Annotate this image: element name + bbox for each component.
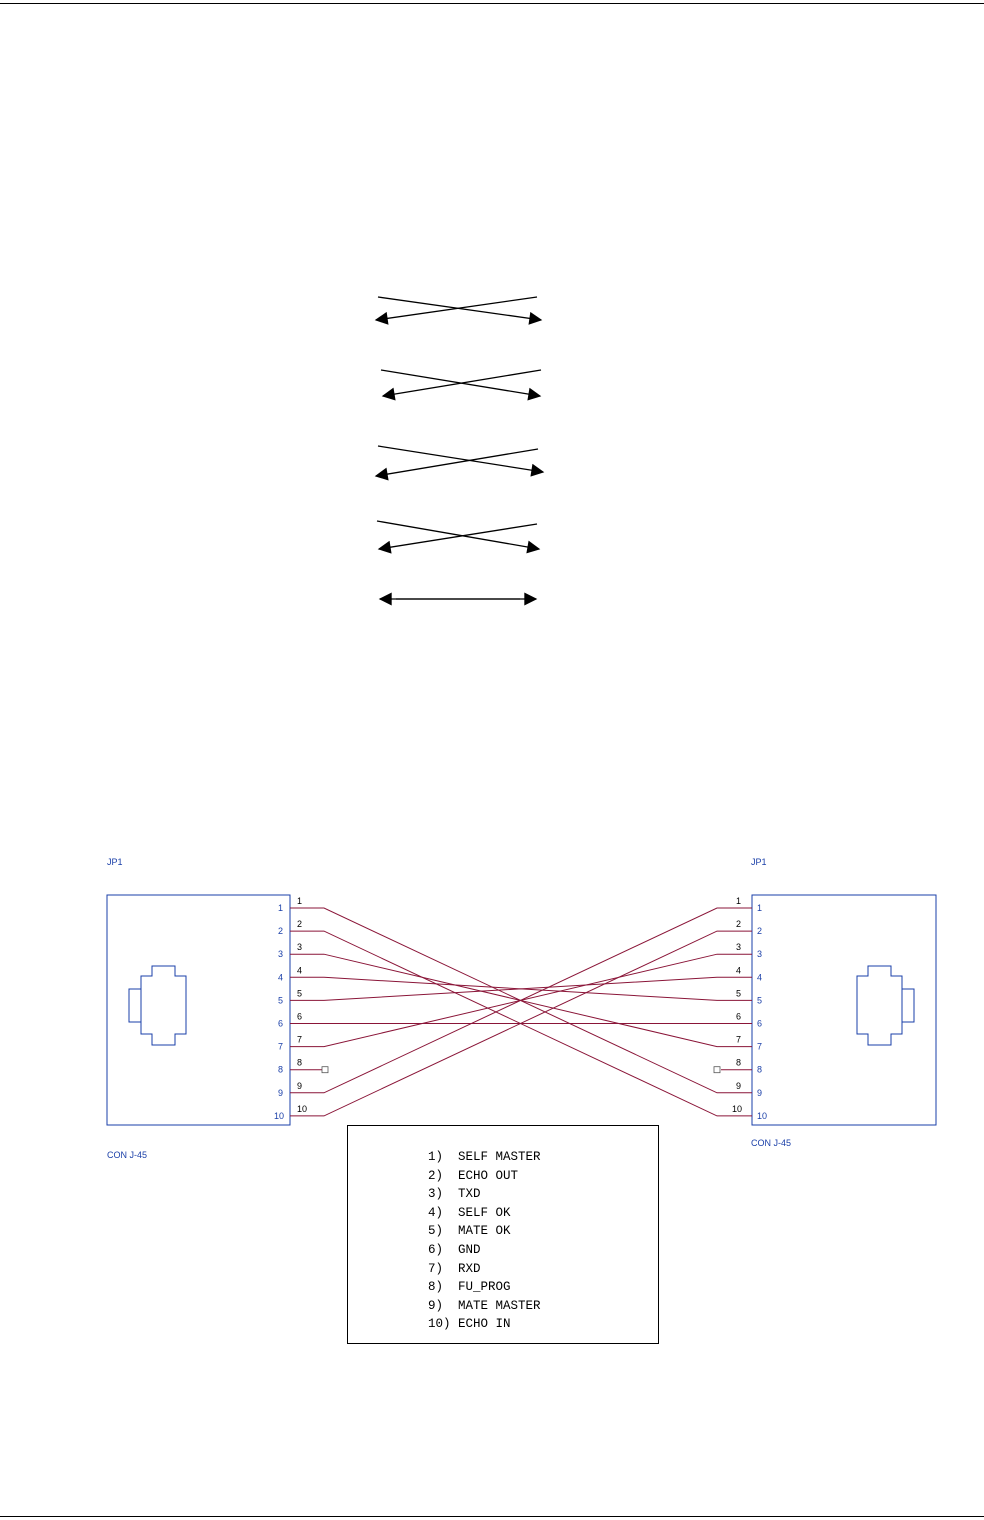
legend-item: 9) MATE MASTER bbox=[428, 1297, 541, 1316]
right-wire-number: 7 bbox=[736, 1035, 741, 1045]
legend-item: 3) TXD bbox=[428, 1185, 541, 1204]
right-wire-number: 8 bbox=[736, 1058, 741, 1068]
connector-box bbox=[107, 895, 290, 1125]
left-pin-number: 4 bbox=[278, 972, 283, 982]
legend-item: 8) FU_PROG bbox=[428, 1278, 541, 1297]
no-connect-marker bbox=[322, 1067, 328, 1073]
right-pin-number: 2 bbox=[757, 926, 762, 936]
left-pin-number: 10 bbox=[274, 1111, 284, 1121]
right-pin-number: 1 bbox=[757, 903, 762, 913]
right-pin-number: 5 bbox=[757, 995, 762, 1005]
left-connector: JP1 CON J-45 bbox=[107, 857, 290, 1160]
legend-item: 2) ECHO OUT bbox=[428, 1167, 541, 1186]
right-wire-number: 3 bbox=[736, 942, 741, 952]
wire bbox=[290, 977, 752, 1000]
right-pin-number: 10 bbox=[757, 1111, 767, 1121]
left-wire-number: 5 bbox=[297, 988, 302, 998]
rj45-jack-icon bbox=[857, 966, 914, 1045]
left-wire-number: 1 bbox=[297, 896, 302, 906]
legend-item: 1) SELF MASTER bbox=[428, 1148, 541, 1167]
right-pin-number: 3 bbox=[757, 949, 762, 959]
arrow-line bbox=[377, 521, 539, 549]
left-wire-number: 8 bbox=[297, 1058, 302, 1068]
left-pin-number: 8 bbox=[278, 1065, 283, 1075]
right-wire-number: 10 bbox=[732, 1104, 742, 1114]
legend-item: 10) ECHO IN bbox=[428, 1315, 541, 1334]
left-wire-number: 10 bbox=[297, 1104, 307, 1114]
left-wire-number: 6 bbox=[297, 1012, 302, 1022]
legend-item: 5) MATE OK bbox=[428, 1222, 541, 1241]
arrow-line bbox=[376, 449, 538, 476]
legend-item: 4) SELF OK bbox=[428, 1204, 541, 1223]
left-pin-number: 5 bbox=[278, 995, 283, 1005]
left-wire-number: 2 bbox=[297, 919, 302, 929]
connector-box bbox=[752, 895, 936, 1125]
pin-labels: 1 1 1 1 2 2 2 2 3 3 3 3 4 4 4 4 5 5 5 5 6 6 6 6 7 7 7 7 8 8 8 8 9 9 9 9 10 10… bbox=[274, 896, 767, 1121]
right-pin-number: 9 bbox=[757, 1088, 762, 1098]
rj45-jack-icon bbox=[129, 966, 186, 1045]
wire bbox=[290, 908, 752, 1093]
left-pin-number: 1 bbox=[278, 903, 283, 913]
right-connector-type: CON J-45 bbox=[751, 1138, 791, 1148]
legend-item: 7) RXD bbox=[428, 1260, 541, 1279]
wires bbox=[290, 908, 752, 1116]
right-pin-number: 4 bbox=[757, 972, 762, 982]
no-connect-marker bbox=[714, 1067, 720, 1073]
right-wire-number: 5 bbox=[736, 988, 741, 998]
right-pin-number: 6 bbox=[757, 1019, 762, 1029]
crossover-arrows bbox=[376, 297, 543, 599]
right-wire-number: 9 bbox=[736, 1081, 741, 1091]
legend-item: 6) GND bbox=[428, 1241, 541, 1260]
left-pin-number: 9 bbox=[278, 1088, 283, 1098]
right-wire-number: 4 bbox=[736, 965, 741, 975]
right-pin-number: 7 bbox=[757, 1042, 762, 1052]
right-connector: JP1 CON J-45 bbox=[751, 857, 936, 1148]
left-designator: JP1 bbox=[107, 857, 123, 867]
right-pin-number: 8 bbox=[757, 1065, 762, 1075]
right-designator: JP1 bbox=[751, 857, 767, 867]
left-wire-number: 4 bbox=[297, 965, 302, 975]
left-pin-number: 7 bbox=[278, 1042, 283, 1052]
left-pin-number: 2 bbox=[278, 926, 283, 936]
left-connector-type: CON J-45 bbox=[107, 1150, 147, 1160]
arrow-line bbox=[379, 524, 537, 549]
left-wire-number: 9 bbox=[297, 1081, 302, 1091]
left-pin-number: 6 bbox=[278, 1019, 283, 1029]
left-pin-number: 3 bbox=[278, 949, 283, 959]
left-wire-number: 3 bbox=[297, 942, 302, 952]
right-wire-number: 6 bbox=[736, 1012, 741, 1022]
left-wire-number: 7 bbox=[297, 1035, 302, 1045]
right-wire-number: 2 bbox=[736, 919, 741, 929]
right-wire-number: 1 bbox=[736, 896, 741, 906]
arrow-line bbox=[378, 446, 543, 472]
